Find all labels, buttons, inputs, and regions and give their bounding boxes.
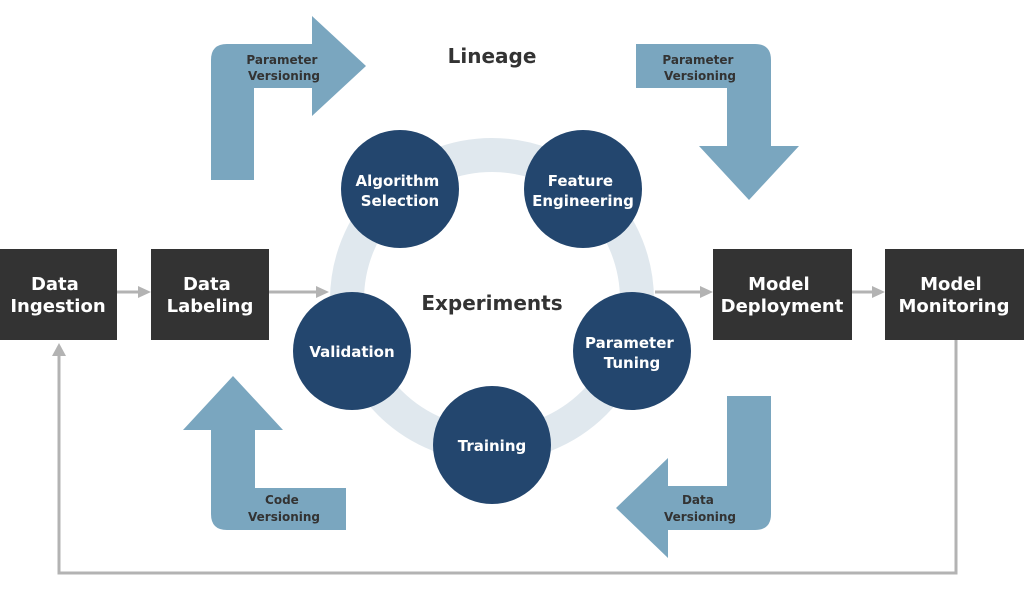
code-versioning-arrow — [183, 376, 346, 530]
param-left-line-2: Versioning — [248, 69, 320, 83]
data-versioning-label: Data Versioning — [664, 493, 736, 524]
cycle-node-validation: Validation — [293, 292, 411, 410]
tuning-line-2: Tuning — [604, 354, 661, 372]
feature-line-2: Engineering — [532, 192, 634, 210]
monitoring-line-2: Monitoring — [899, 296, 1010, 317]
cycle-node-feature-engineering: Feature Engineering — [524, 130, 642, 248]
connector-experiments-deployment-head — [700, 286, 713, 298]
model-monitoring-box — [885, 249, 1024, 340]
connector-ingestion-labeling-head — [138, 286, 151, 298]
stage-data-ingestion: Data Ingestion — [0, 249, 117, 340]
param-left-line-1: Parameter — [246, 53, 317, 67]
data-labeling-box — [151, 249, 269, 340]
deployment-line-1: Model — [748, 274, 810, 295]
stage-data-labeling: Data Labeling — [151, 249, 269, 340]
parameter-versioning-arrow-right — [636, 44, 799, 200]
algorithm-selection-label: Algorithm Selection — [355, 172, 444, 210]
data-ingestion-box — [0, 249, 117, 340]
lineage-title: Lineage — [448, 44, 537, 68]
feature-line-1: Feature — [548, 172, 613, 190]
data-line-2: Versioning — [664, 510, 736, 524]
connector-labeling-experiments-head — [316, 286, 329, 298]
stage-model-monitoring: Model Monitoring — [885, 249, 1024, 340]
code-line-2: Versioning — [248, 510, 320, 524]
cycle-node-training: Training — [433, 386, 551, 504]
param-right-line-2: Versioning — [664, 69, 736, 83]
parameter-versioning-arrow-left — [211, 16, 366, 180]
parameter-versioning-left-label: Parameter Versioning — [246, 53, 321, 83]
training-circle — [433, 386, 551, 504]
data-ingestion-label: Data Ingestion — [10, 274, 105, 317]
stage-model-deployment: Model Deployment — [713, 249, 852, 340]
monitoring-line-1: Model — [920, 274, 982, 295]
data-line-1: Data — [682, 493, 714, 507]
code-line-1: Code — [265, 493, 299, 507]
model-deployment-label: Model Deployment — [721, 274, 844, 317]
feature-engineering-circle — [524, 130, 642, 248]
model-monitoring-label: Model Monitoring — [899, 274, 1010, 317]
labeling-line-1: Data — [183, 274, 231, 295]
validation-label: Validation — [309, 343, 394, 361]
algorithm-selection-circle — [341, 130, 459, 248]
validation-circle — [293, 292, 411, 410]
parameter-tuning-circle — [573, 292, 691, 410]
cycle-node-algorithm-selection: Algorithm Selection — [341, 130, 459, 248]
code-versioning-label: Code Versioning — [248, 493, 320, 524]
labeling-line-2: Labeling — [167, 296, 254, 317]
ingestion-line-2: Ingestion — [10, 296, 105, 317]
feature-engineering-label: Feature Engineering — [532, 172, 634, 210]
parameter-tuning-label: Parameter Tuning — [585, 334, 679, 372]
feedback-loop-line — [57, 340, 958, 575]
data-versioning-arrow — [616, 396, 771, 558]
feedback-arrowhead — [52, 343, 66, 356]
training-label: Training — [458, 437, 526, 455]
data-labeling-label: Data Labeling — [167, 274, 254, 317]
model-deployment-box — [713, 249, 852, 340]
parameter-versioning-right-label: Parameter Versioning — [662, 53, 737, 83]
tuning-line-1: Parameter — [585, 334, 674, 352]
algorithm-line-2: Selection — [361, 192, 439, 210]
experiments-label: Experiments — [421, 291, 562, 315]
ingestion-line-1: Data — [31, 274, 79, 295]
connector-deployment-monitoring-head — [872, 286, 885, 298]
param-right-line-1: Parameter — [662, 53, 733, 67]
algorithm-line-1: Algorithm — [355, 172, 439, 190]
deployment-line-2: Deployment — [721, 296, 844, 317]
cycle-node-parameter-tuning: Parameter Tuning — [573, 292, 691, 410]
